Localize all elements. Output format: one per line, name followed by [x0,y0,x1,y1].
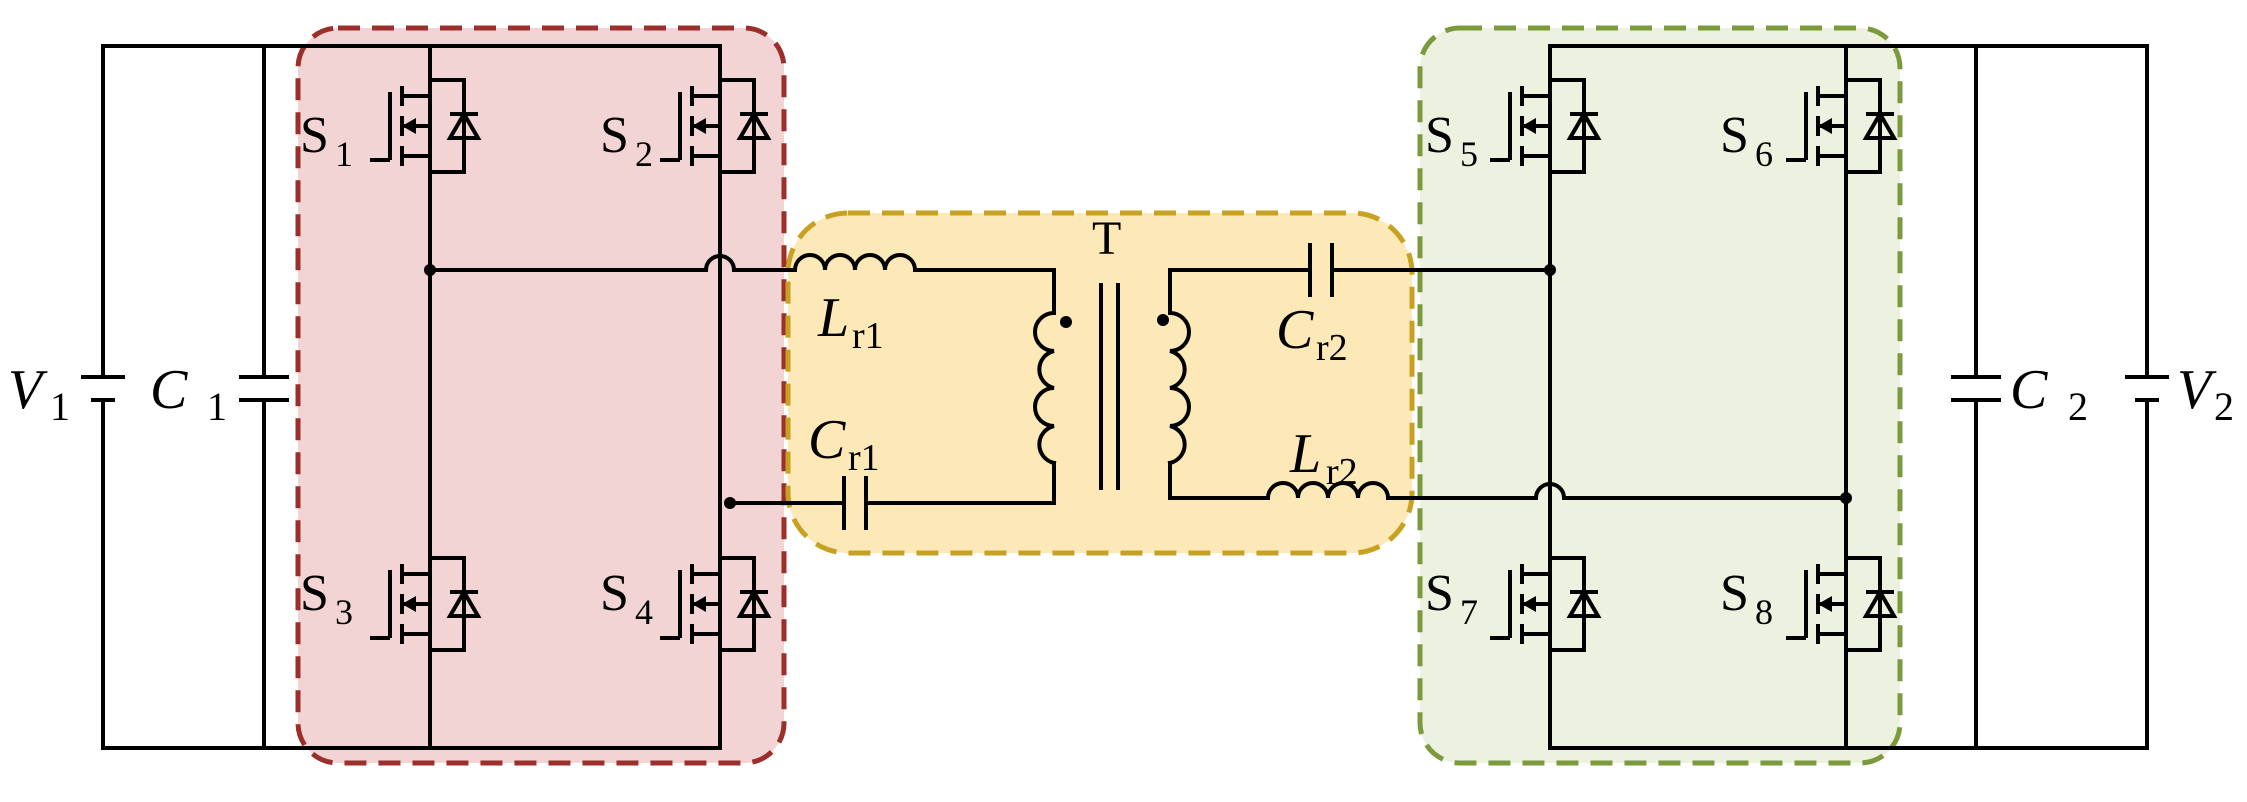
cr1-label-symbol: C [808,409,846,471]
mosfet-s3 [370,556,482,652]
s1-label-symbol: S [300,107,329,164]
transformer-core [1099,283,1120,490]
s2-label-subscript: 2 [635,134,653,174]
cr2-label-subscript: r2 [1316,327,1348,369]
s4-label-symbol: S [600,565,629,622]
s2-label-symbol: S [600,107,629,164]
mosfet-s1 [370,78,482,174]
battery-v1-symbol [81,375,125,402]
v2-label-subscript: 2 [2214,384,2234,429]
lr1-label-symbol: L [817,287,849,349]
capacitor-c1-symbol [239,375,289,402]
lr2-label-subscript: r2 [1326,451,1358,493]
s3-label-symbol: S [300,565,329,622]
v1-label-subscript: 1 [50,384,70,429]
capacitor-cr1-symbol [842,461,1056,530]
c1-label-symbol: C [150,359,188,421]
inductor-lr1-symbol [788,253,1056,315]
cr1-label-subscript: r1 [848,437,880,479]
lr1-label-subscript: r1 [852,315,884,357]
transformer-dot-primary [1060,316,1072,328]
v2-label-symbol: V [2177,359,2217,421]
mosfet-s4 [660,556,772,652]
s8-label-subscript: 8 [1755,592,1773,632]
s7-label-subscript: 7 [1460,592,1478,632]
s6-label-subscript: 6 [1755,134,1773,174]
transformer-label: T [1092,212,1121,265]
s4-label-subscript: 4 [635,592,653,632]
s5-label-symbol: S [1425,107,1454,164]
mosfet-s2 [660,78,772,174]
s6-label-symbol: S [1720,107,1749,164]
transformer-primary-winding [1033,310,1057,466]
c1-label-subscript: 1 [207,384,227,429]
primary-bridge-region [295,25,787,766]
secondary-bridge-region [1417,25,1903,766]
mosfet-s6 [1786,78,1898,174]
v1-label-symbol: V [8,359,48,421]
s3-label-subscript: 3 [335,592,353,632]
transformer-dot-secondary [1157,314,1169,326]
s8-label-symbol: S [1720,565,1749,622]
inductor-lr2-symbol [1168,461,1407,500]
c2-label-subscript: 2 [2068,384,2088,429]
c2-label-symbol: C [2010,359,2048,421]
capacitor-c2-symbol [1951,375,2001,402]
cr2-label-symbol: C [1276,299,1314,361]
s7-label-symbol: S [1425,565,1454,622]
primary-dc-link [101,44,722,750]
mosfet-s5 [1490,78,1602,174]
transformer-secondary-winding [1167,310,1191,466]
primary-ac-wire-top [428,254,792,272]
mosfet-s8 [1786,556,1898,652]
s1-label-subscript: 1 [335,134,353,174]
lr2-label-symbol: L [1289,423,1321,485]
secondary-dc-link [1548,44,2149,750]
s5-label-subscript: 5 [1460,134,1478,174]
mosfet-s7 [1490,556,1602,652]
switches-group [370,78,1898,652]
battery-v2-symbol [2125,375,2169,402]
